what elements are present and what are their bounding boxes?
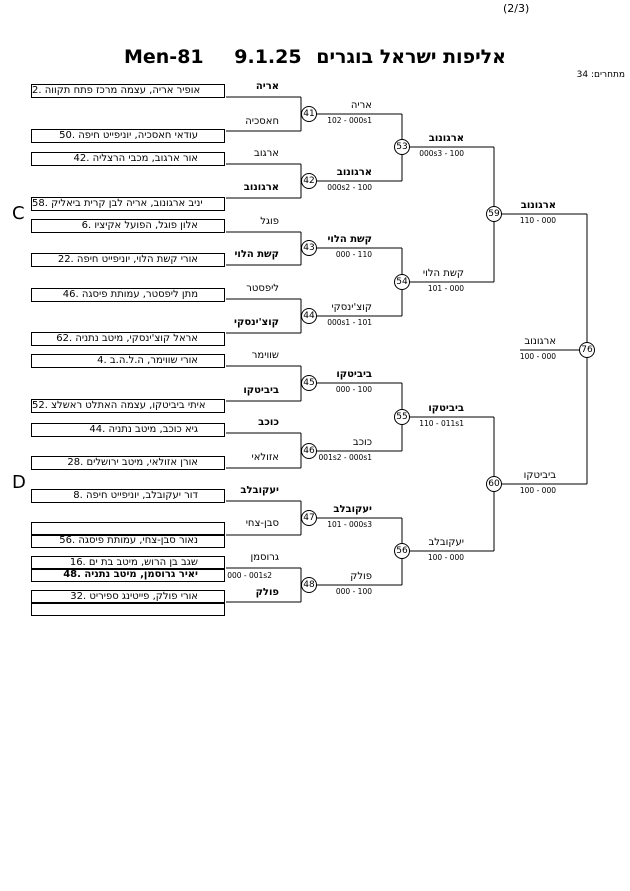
pool-d-marker: D (12, 472, 26, 493)
competitor-surname: חאסכיה (245, 116, 279, 127)
page-title: Men-81 9.1.25 אליפות ישראל בוגרים (0, 46, 630, 68)
competitor-surname: ביביטקו (243, 385, 279, 396)
match-score: 000 - 100 (335, 587, 372, 596)
match-score: 110 - 000 (519, 216, 556, 225)
seed-box: 42. אור ארגוב, מכבי הרצליה (31, 152, 225, 166)
competitor-surname: יעקובלב (240, 485, 279, 496)
competitor-surname: אריה (255, 81, 279, 92)
match-number: 76 (579, 342, 595, 358)
match-number: 47 (301, 510, 317, 526)
match-score: 001s2 - 000s1 (318, 453, 372, 462)
match-winner: קוצ'ינסקי (331, 302, 372, 313)
match-score: 100 - 000 (427, 553, 464, 562)
page-number: (2/3) (503, 2, 530, 15)
match-number: 41 (301, 106, 317, 122)
event-name: אליפות ישראל בוגרים (316, 46, 506, 68)
match-number: 53 (394, 139, 410, 155)
match-winner: ארגונוב (336, 167, 372, 178)
match-score: 100 - 000 (519, 486, 556, 495)
seed-box: 32. אורי פולק, פייטינג ספיריט (31, 590, 225, 604)
competitor-surname: ליפסטר (246, 283, 279, 294)
match-number: 48 (301, 577, 317, 593)
match-score: 000s3 - 100 (419, 149, 464, 158)
seed-box: 16. שגב בן הרוש, מיטב בת ים (31, 556, 225, 570)
match-number: 59 (486, 206, 502, 222)
seed-box: 56. נאור סבן-צחי, עמותת פיסגה (31, 534, 225, 548)
match-number: 43 (301, 240, 317, 256)
match-number: 44 (301, 308, 317, 324)
match-winner: יעקובלב (333, 504, 372, 515)
match-number: 55 (394, 409, 410, 425)
seed-box: 52. איתי ביביטקו, עצמה האתלט ראשלצ (31, 399, 225, 413)
seed-box: 48. יאיר גרוסמן, מיטב נתניה (31, 568, 225, 582)
competitor-surname: ארגוב (254, 148, 279, 159)
match-winner: ביביטקו (428, 403, 464, 414)
match-winner: ארגונוב (428, 133, 464, 144)
seed-box (31, 522, 225, 536)
competitor-surname: ארגונוב (243, 182, 279, 193)
competitor-surname: אזולאי (251, 452, 279, 463)
seed-box: 46. מתן ליפסטר, עמותת פיסגה (31, 288, 225, 302)
seed-box (31, 602, 225, 616)
match-number: 42 (301, 173, 317, 189)
match-score: 101 - 000 (427, 284, 464, 293)
competitor-surname: גרוסמן (250, 552, 280, 563)
seed-box: 4. אורי שווימר, ה.ל.ה.ב (31, 354, 225, 368)
match-winner: יעקובלב (428, 537, 464, 548)
competitor-surname: כוכב (258, 417, 279, 428)
competitor-surname: פוגל (260, 216, 279, 227)
entrants-count: מתחרים: 34 (576, 70, 625, 80)
competitor-surname: סבן-צחי (245, 518, 279, 529)
event-code: Men-81 (123, 46, 204, 68)
match-winner: קשת הלוי (327, 234, 372, 245)
competitor-surname: שווימר (251, 350, 279, 361)
match-score: 100 - 000 (519, 352, 556, 361)
seed-box: 22. אורי קשת הלוי, יוניפייט חיפה (31, 253, 225, 267)
seed-box: 28. אורן אזולאי, מיטב ירושלים (31, 456, 225, 470)
match-winner: פולק (350, 571, 372, 582)
match-number: 46 (301, 443, 317, 459)
match-score: 102 - 000s1 (327, 116, 372, 125)
match-number: 56 (394, 543, 410, 559)
seed-box: 50. עודאי חאסכיה, יוניפייט חיפה (31, 129, 225, 143)
event-date: 9.1.25 (234, 46, 302, 68)
competitor-surname: פולק (255, 587, 279, 598)
seed-box: 44. גיא כוכב, מיטב נתניה (31, 423, 225, 437)
match-number: 45 (301, 375, 317, 391)
match-number: 60 (486, 476, 502, 492)
seed-box: 6. אלון פוגל, הפועל אקיציו (31, 219, 225, 233)
match-winner: ביביטקו (523, 470, 556, 481)
match-winner: קשת הלוי (422, 268, 464, 279)
match-number: 54 (394, 274, 410, 290)
match-score: 110 - 011s1 (419, 419, 464, 428)
match-score: 000s1 - 101 (327, 318, 372, 327)
pool-c-marker: C (12, 203, 25, 224)
seed-box: 2. אופיר אריה, עצמה מרכז פתח תקווה (31, 84, 225, 98)
seed-box: 58. יניב ארגונוב, אריה לבן קרית ביאליק (31, 197, 225, 211)
prelim-score: 000 - 001s2 (227, 571, 272, 580)
match-winner: כוכב (352, 437, 372, 448)
match-score: 000 - 100 (335, 385, 372, 394)
match-winner: אריה (350, 100, 372, 111)
match-score: 000s2 - 100 (327, 183, 372, 192)
seed-box: 8. דור יעקובלב, יוניפייט חיפה (31, 489, 225, 503)
match-winner: ארגונוב (524, 336, 556, 347)
match-score: 000 - 110 (335, 250, 372, 259)
match-winner: ביביטקו (336, 369, 372, 380)
match-winner: ארגונוב (520, 200, 556, 211)
seed-box: 62. אראל קוצ'ינסקי, מיטב נתניה (31, 332, 225, 346)
competitor-surname: קשת הלוי (234, 249, 279, 260)
competitor-surname: קוצ'ינסקי (234, 317, 279, 328)
match-score: 101 - 000s3 (327, 520, 372, 529)
